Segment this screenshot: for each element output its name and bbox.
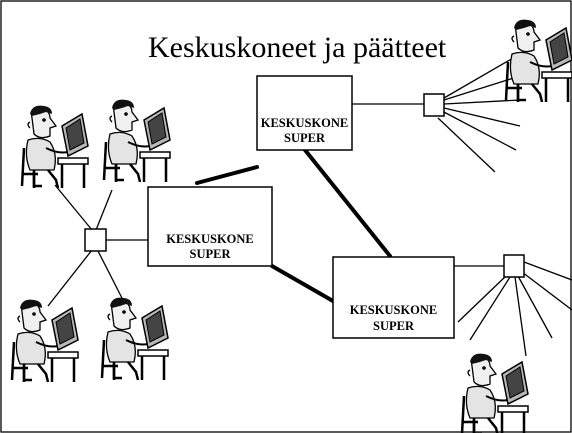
mainframe-bottom: KESKUSKONE SUPER (332, 256, 455, 339)
mainframe-left-label-line1: KESKUSKONE (166, 232, 254, 246)
mainframe-top-label-line2: SUPER (284, 131, 326, 145)
hub-left (84, 228, 107, 252)
hub-top (423, 93, 445, 117)
link-top-bottom (303, 148, 392, 258)
terminal-user-icon (460, 352, 530, 433)
terminal-user-icon (20, 104, 90, 190)
mainframe-bottom-label-line1: KESKUSKONE (350, 303, 438, 317)
link-left-top (195, 165, 259, 185)
mainframe-left: KESKUSKONE SUPER (147, 186, 273, 267)
hub-bottom (503, 254, 525, 278)
link-left-bottom (270, 264, 335, 303)
mainframe-bottom-label-line2: SUPER (373, 319, 415, 333)
terminal-user-icon (504, 18, 572, 104)
slide-title: Keskuskoneet ja päätteet (148, 31, 447, 64)
mainframe-top-label-line1: KESKUSKONE (261, 116, 349, 130)
terminal-user-icon (10, 298, 80, 384)
mainframe-top: KESKUSKONE SUPER (256, 75, 353, 151)
terminal-user-icon (100, 296, 170, 382)
left-hub-links (47, 184, 148, 307)
bottom-hub-links (454, 261, 572, 357)
terminal-user-icon (102, 98, 172, 184)
backbone-links (195, 148, 392, 303)
top-hub-links (352, 53, 521, 173)
mainframe-left-label-line2: SUPER (190, 247, 232, 261)
